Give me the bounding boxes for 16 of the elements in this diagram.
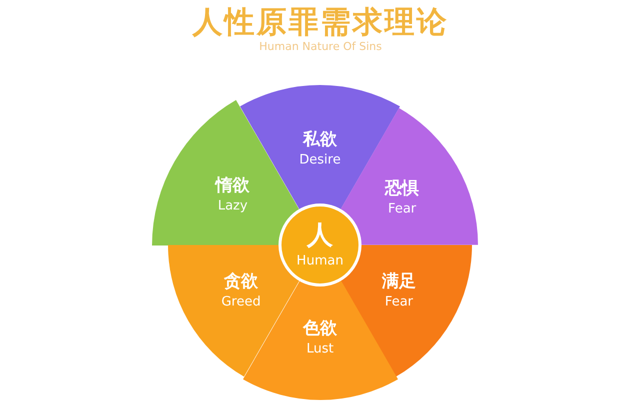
english-label: Human: [296, 254, 344, 268]
english-label: Lazy: [218, 198, 248, 214]
english-label: Desire: [299, 152, 341, 168]
english-label: Fear: [388, 201, 416, 216]
chinese-label: 惰欲: [216, 174, 250, 196]
english-label: Greed: [221, 294, 261, 310]
chinese-label: 贪欲: [224, 270, 258, 292]
chinese-label: 恐惧: [385, 177, 420, 200]
english-label: Fear: [384, 294, 413, 310]
chinese-label: 私欲: [303, 128, 337, 150]
english-label: Lust: [306, 342, 334, 356]
chinese-label: 人: [307, 220, 333, 252]
chinese-label: 色欲: [303, 318, 337, 340]
chinese-label: 满足: [382, 270, 416, 292]
subtitle: Human Nature Of Sins: [258, 40, 383, 53]
title: 人性原罪需求理论: [191, 4, 450, 42]
